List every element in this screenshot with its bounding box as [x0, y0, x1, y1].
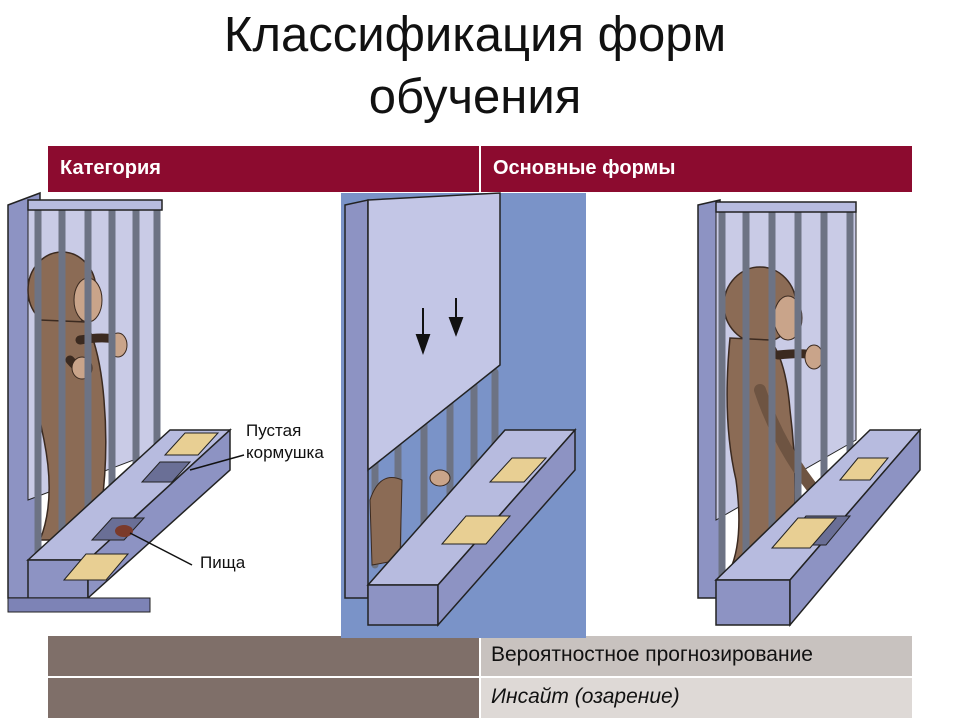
panel-2-screen-scene	[341, 192, 586, 638]
header-category: Категория	[48, 146, 479, 192]
header-main-forms: Основные формы	[481, 146, 912, 192]
row-category-cell	[48, 636, 479, 676]
slide-title: Классификация форм обучения	[0, 4, 950, 128]
cover-board	[440, 515, 512, 545]
label-empty-feeder-2: кормушка	[246, 443, 324, 462]
cover-board	[62, 553, 130, 581]
cover-board	[163, 432, 220, 456]
lifted-board	[770, 517, 838, 549]
panel-1-cage-scene: Пустая кормушка Пища	[7, 191, 324, 613]
label-food: Пища	[200, 553, 246, 572]
cover-board	[488, 457, 548, 483]
title-line-1: Классификация форм	[223, 8, 727, 62]
down-arrows	[415, 298, 464, 356]
cover-board	[838, 457, 890, 481]
empty-feeder-well	[140, 461, 192, 483]
cage-bars-3	[718, 203, 854, 584]
lowering-screen	[367, 192, 501, 472]
title-line-2: обучения	[368, 70, 582, 124]
cage-bars-1	[34, 201, 161, 564]
row-category-cell	[48, 678, 479, 718]
row-form-cell: Вероятностное прогнозирование	[481, 636, 912, 676]
food-piece	[115, 525, 133, 537]
row-form-cell: Инсайт (озарение)	[481, 678, 912, 718]
panel-3-cage-scene	[697, 199, 922, 628]
label-empty-feeder-1: Пустая	[246, 421, 301, 440]
